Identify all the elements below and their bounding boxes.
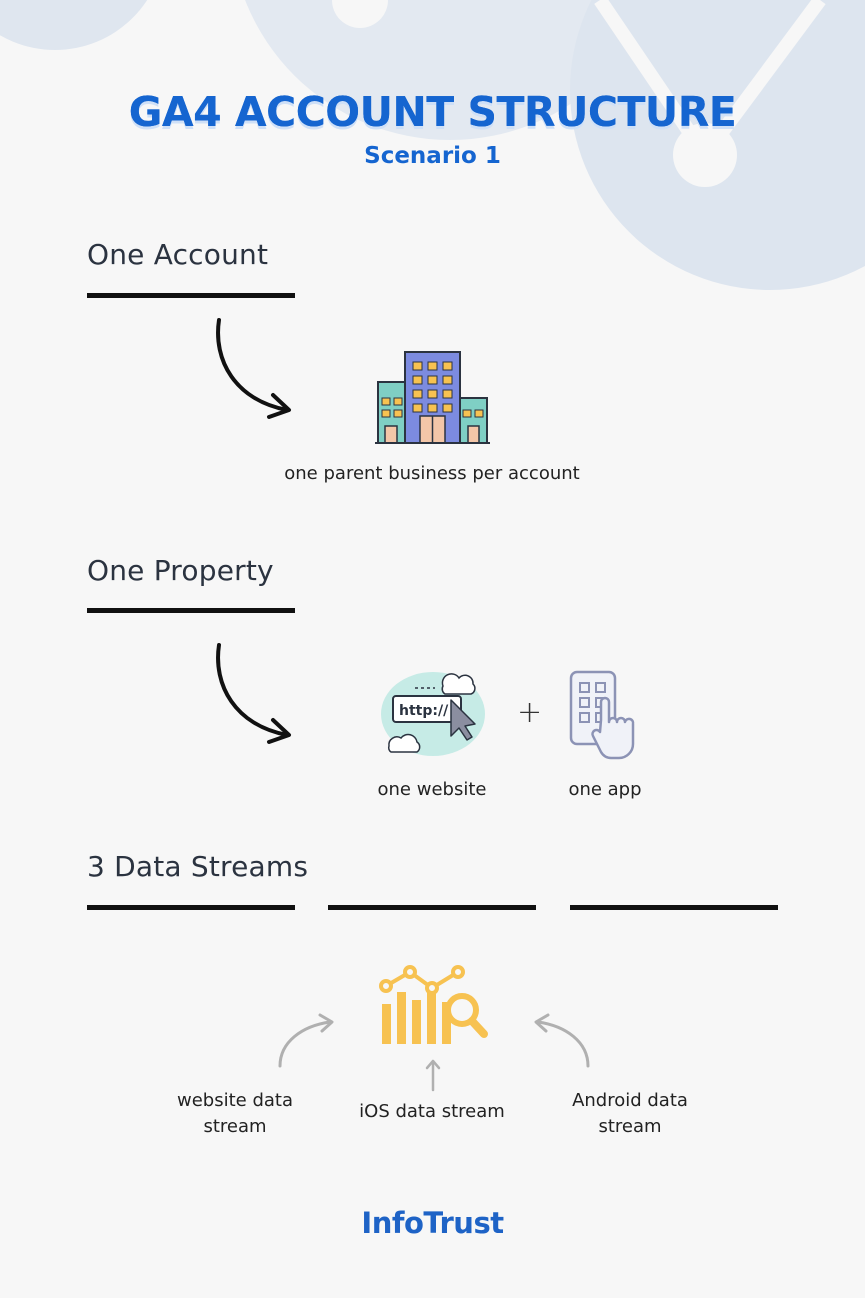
app-caption: one app: [568, 779, 642, 800]
website-stream-label: website data stream: [155, 1088, 315, 1140]
website-caption: one website: [377, 779, 487, 800]
website-stream-line1: website data: [177, 1090, 293, 1111]
svg-text:http://: http://: [399, 703, 449, 719]
background-decoration: [0, 0, 865, 290]
ios-stream-label: iOS data stream: [359, 1101, 505, 1122]
plus-sign: +: [517, 695, 543, 730]
website-stream-line2: stream: [203, 1116, 267, 1137]
android-stream-line2: stream: [598, 1116, 662, 1137]
arrow-up-stream-icon: [425, 1059, 441, 1092]
page-subtitle: Scenario 1: [364, 143, 501, 169]
property-rule: [87, 608, 295, 613]
android-stream-label: Android data stream: [550, 1088, 710, 1140]
property-heading: One Property: [87, 554, 274, 587]
stream-rule-3: [570, 905, 778, 910]
website-url-icon: http://: [381, 672, 485, 756]
office-building-icon: [375, 351, 490, 444]
arrow-right-stream-icon: [534, 1013, 590, 1068]
infotrust-logo: InfoTrust: [361, 1206, 504, 1240]
account-rule: [87, 293, 295, 298]
curved-arrow-icon: [216, 318, 291, 419]
mobile-app-tap-icon: [569, 670, 635, 760]
stream-rule-2: [328, 905, 536, 910]
streams-heading: 3 Data Streams: [87, 850, 309, 883]
account-heading: One Account: [87, 238, 269, 271]
stream-rule-1: [87, 905, 295, 910]
android-stream-line1: Android data: [572, 1090, 688, 1111]
page-title: GA4 ACCOUNT STRUCTURE: [128, 88, 737, 136]
analytics-chart-magnifier-icon: [379, 965, 488, 1044]
arrow-left-stream-icon: [278, 1013, 334, 1068]
account-caption: one parent business per account: [284, 463, 580, 484]
curved-arrow-icon: [216, 643, 291, 744]
